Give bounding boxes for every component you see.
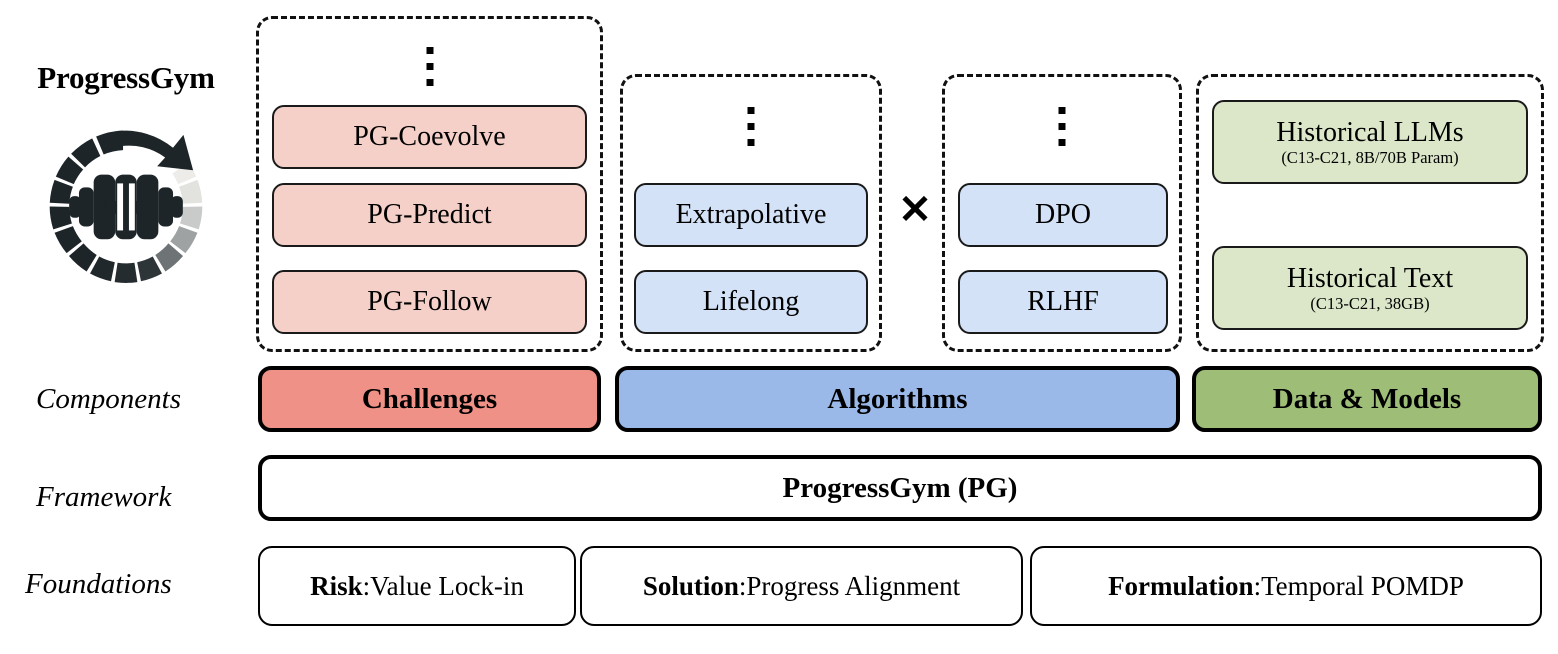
progress-gym-logo [10, 105, 242, 301]
item-dpo[interactable]: DPO [958, 183, 1168, 247]
row-label-framework: Framework [36, 481, 172, 513]
multiply-cross-icon: ✕ [898, 188, 932, 232]
foundation-value: Progress Alignment [746, 570, 961, 601]
item-extrapolative[interactable]: Extrapolative [634, 183, 868, 247]
vertical-ellipsis-icon [426, 47, 433, 86]
item-pg-predict[interactable]: PG-Predict [272, 183, 587, 247]
item-pg-follow[interactable]: PG-Follow [272, 270, 587, 334]
component-label: Challenges [361, 382, 498, 415]
framework-label: ProgressGym (PG) [782, 471, 1018, 504]
brand-block: ProgressGym [10, 62, 242, 352]
item-label: Historical LLMs [1276, 116, 1464, 148]
component-algorithms[interactable]: Algorithms [615, 366, 1180, 432]
group-challenges [256, 16, 603, 352]
item-label: Extrapolative [675, 199, 827, 231]
item-sublabel: (C13-C21, 8B/70B Param) [1281, 148, 1459, 168]
foundation-key: Formulation [1108, 570, 1254, 601]
item-label: RLHF [1027, 286, 1099, 318]
foundation-value: Temporal POMDP [1261, 570, 1464, 601]
item-lifelong[interactable]: Lifelong [634, 270, 868, 334]
group-algorithm-method [942, 74, 1182, 352]
component-challenges[interactable]: Challenges [258, 366, 601, 432]
item-label: Historical Text [1286, 262, 1454, 294]
component-label: Algorithms [827, 382, 968, 415]
foundation-risk[interactable]: Risk: Value Lock-in [258, 546, 576, 626]
item-pg-coevolve[interactable]: PG-Coevolve [272, 105, 587, 169]
group-algorithm-type [620, 74, 882, 352]
foundation-separator: : [362, 570, 371, 601]
item-label: PG-Follow [367, 286, 492, 318]
row-label-foundations: Foundations [25, 568, 172, 600]
item-historical-llms[interactable]: Historical LLMs (C13-C21, 8B/70B Param) [1212, 100, 1528, 184]
item-label: PG-Predict [367, 199, 492, 231]
item-label: DPO [1034, 199, 1091, 231]
foundation-separator: : [738, 570, 747, 601]
page-title: ProgressGym [37, 60, 215, 95]
group-data-models [1196, 74, 1544, 352]
foundation-key: Solution [642, 570, 739, 601]
item-label: PG-Coevolve [353, 121, 506, 153]
component-data-models[interactable]: Data & Models [1192, 366, 1542, 432]
item-historical-text[interactable]: Historical Text (C13-C21, 38GB) [1212, 246, 1528, 330]
framework-bar[interactable]: ProgressGym (PG) [258, 455, 1542, 521]
item-label: Lifelong [702, 286, 800, 318]
item-rlhf[interactable]: RLHF [958, 270, 1168, 334]
component-label: Data & Models [1272, 382, 1462, 415]
foundation-key: Risk [310, 570, 363, 601]
item-sublabel: (C13-C21, 38GB) [1310, 294, 1430, 314]
foundation-solution[interactable]: Solution: Progress Alignment [580, 546, 1023, 626]
foundation-separator: : [1253, 570, 1262, 601]
vertical-ellipsis-icon [1058, 107, 1066, 146]
foundation-formulation[interactable]: Formulation: Temporal POMDP [1030, 546, 1542, 626]
foundation-value: Value Lock-in [370, 570, 524, 601]
row-label-components: Components [36, 383, 181, 415]
progress-gym-dumbbell-circular-arrow-logo [49, 130, 203, 283]
vertical-ellipsis-icon [747, 107, 755, 146]
